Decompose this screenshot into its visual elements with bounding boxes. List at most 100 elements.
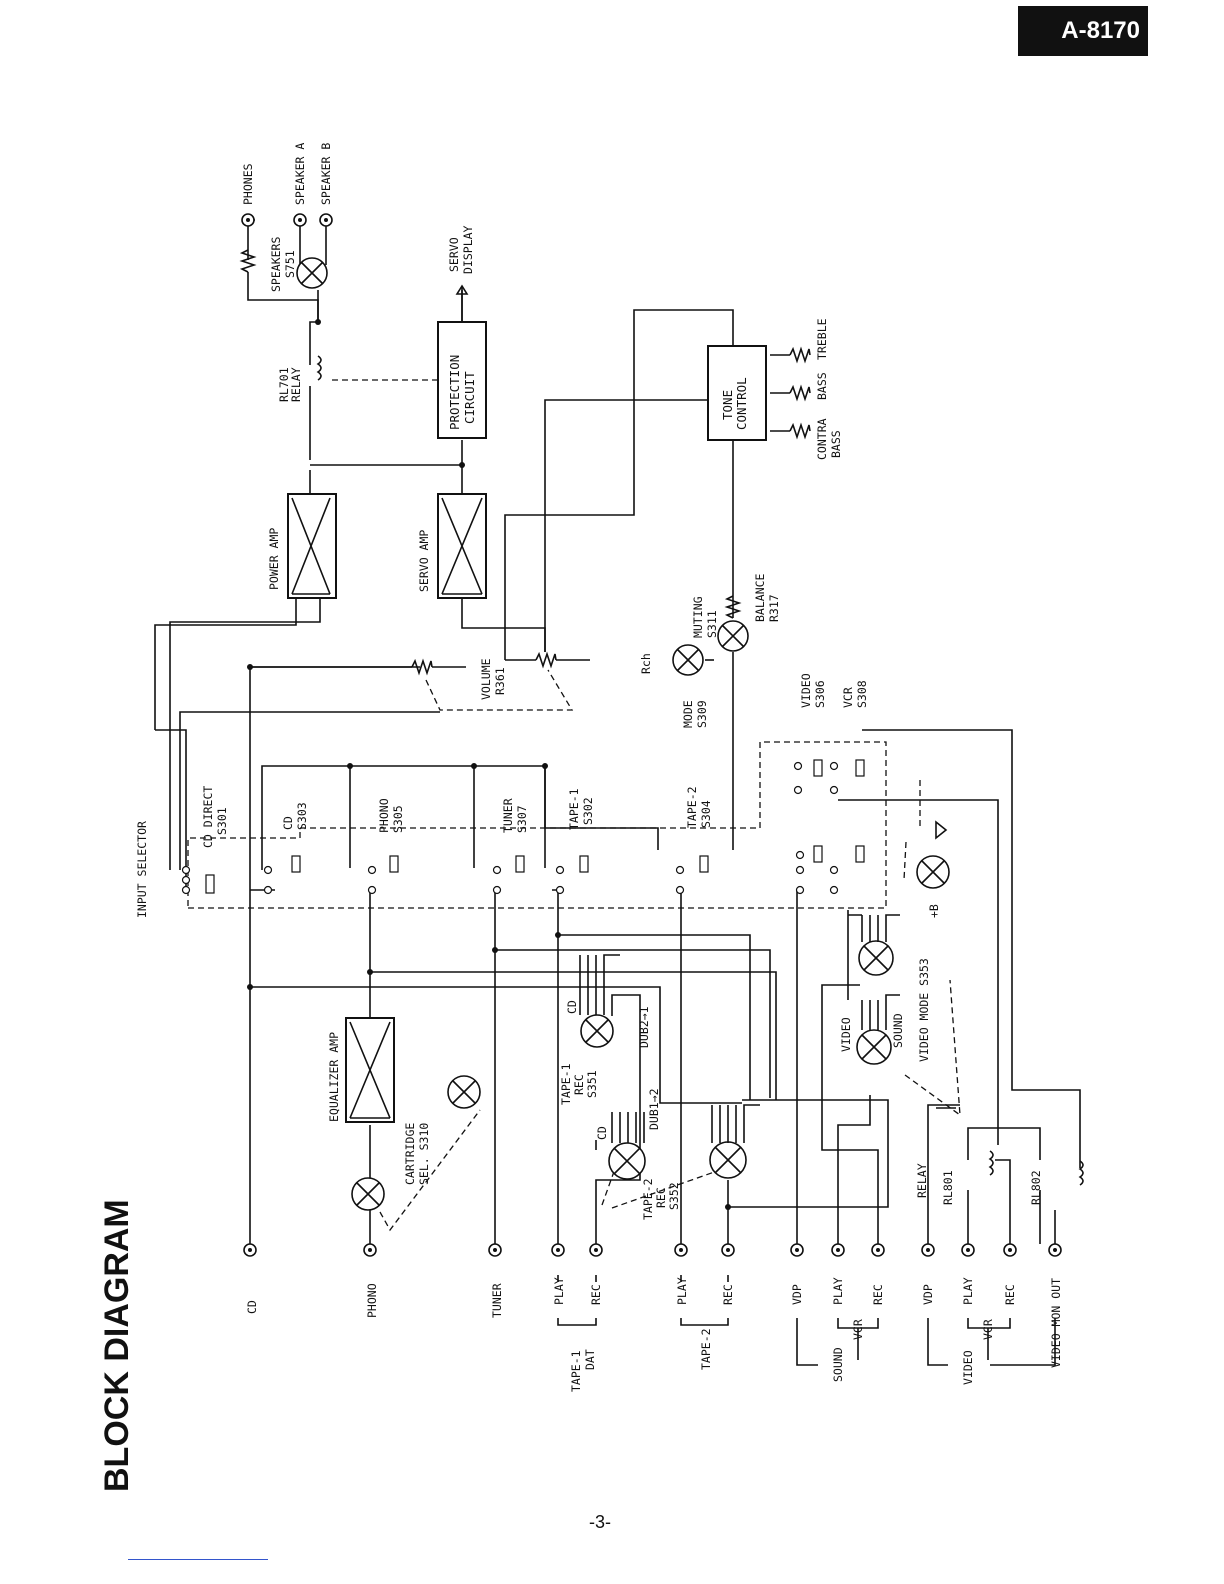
term-rec2: REC	[721, 1284, 735, 1305]
label-speakers-ref: S751	[283, 250, 297, 278]
label-muting-ref: S311	[705, 610, 719, 638]
label-vcr-sw: VCR	[841, 687, 855, 708]
jack-cd	[243, 1243, 257, 1257]
term-tape1-group-2: DAT	[583, 1349, 597, 1370]
label-rch: Rch	[639, 653, 653, 674]
term-sound-group: SOUND	[831, 1347, 845, 1382]
switch-fanouts	[579, 910, 900, 1143]
label-cd-sw-ref: S303	[295, 802, 309, 830]
label-tape1-rec-1: TAPE-1	[559, 1063, 573, 1105]
label-balance: BALANCE	[753, 573, 767, 622]
term-tuner: TUNER	[490, 1283, 504, 1318]
label-servo-display-1: SERVO	[447, 237, 461, 272]
jack-sound-vcr-rec	[871, 1243, 885, 1257]
term-rec-v: REC	[1003, 1284, 1017, 1305]
label-tape2-rec-1: TAPE-2	[641, 1178, 655, 1220]
label-tone-2: CONTROL	[734, 377, 749, 430]
label-speaker-a: SPEAKER A	[293, 143, 307, 205]
label-muting: MUTING	[691, 596, 705, 638]
label-tape1-rec-3: S351	[585, 1070, 599, 1098]
cartridge-sel-switch	[351, 1177, 385, 1211]
label-rl801: RL801	[941, 1170, 955, 1205]
power-amp-block	[287, 493, 337, 599]
jack-tape1-rec	[589, 1243, 603, 1257]
label-tape1-sw-ref: S302	[581, 797, 595, 825]
protection-circuit-block	[437, 321, 487, 439]
muting-switch	[717, 620, 749, 652]
label-tape1-rec-2: REC	[572, 1074, 586, 1095]
label-servo-display-2: DISPLAY	[461, 225, 475, 274]
label-volume-ref: R361	[493, 667, 507, 695]
term-video-group: VIDEO	[961, 1350, 975, 1385]
label-treble: TREBLE	[815, 318, 829, 360]
junction-dots	[247, 319, 731, 1210]
jack-phono	[363, 1243, 377, 1257]
term-phono: PHONO	[365, 1283, 379, 1318]
label-cd-a: CD	[565, 1000, 579, 1014]
page-title: BLOCK DIAGRAM	[98, 1199, 136, 1492]
label-speakers: SPEAKERS	[269, 237, 283, 292]
terminal-labels: CD PHONO TUNER PLAY REC TAPE-1 DAT PLAY …	[245, 1277, 1063, 1392]
tape2-rec-switch	[608, 1142, 646, 1180]
label-volume: VOLUME	[479, 658, 493, 700]
label-video-sw-ref: S306	[813, 680, 827, 708]
mode-switch	[672, 644, 704, 676]
video-mode-switch-a	[858, 940, 894, 976]
label-mode: MODE	[681, 700, 695, 728]
jack-tape1-play	[551, 1243, 565, 1257]
label-relay-rl701-1: RL701	[277, 367, 291, 402]
term-vdp-v: VDP	[921, 1284, 935, 1305]
input-jacks	[243, 1243, 1062, 1257]
rotary-switches	[296, 257, 950, 1211]
label-tuner-sw: TUNER	[501, 798, 515, 833]
jack-video-vcr-play	[961, 1243, 975, 1257]
label-tape2-sw-ref: S304	[699, 800, 713, 828]
label-power-amp: POWER AMP	[267, 528, 281, 590]
jack-video-mon-out	[1048, 1243, 1062, 1257]
label-plus-b: +B	[927, 904, 941, 918]
label-phono-sw-ref: S305	[391, 805, 405, 833]
label-tape1-sw: TAPE-1	[567, 788, 581, 830]
label-tape2-rec-2: REC	[654, 1187, 668, 1208]
jack-speaker-b	[319, 213, 333, 227]
potentiometers	[239, 249, 811, 676]
video-mode-switch-b	[856, 1029, 892, 1065]
jack-tape2-rec	[721, 1243, 735, 1257]
label-dub12: DUB1→2	[647, 1088, 661, 1130]
label-sound-m: SOUND	[891, 1013, 905, 1048]
label-relay-rl701-2: RELAY	[289, 367, 303, 402]
tape1-rec-switch	[580, 1014, 614, 1048]
label-tape2-sw: TAPE-2	[685, 786, 699, 828]
label-dub21: DUB2→1	[637, 1006, 651, 1048]
jack-video-vcr-rec	[1003, 1243, 1017, 1257]
term-rec-s: REC	[871, 1284, 885, 1305]
term-rec1: REC	[589, 1284, 603, 1305]
label-bass: BASS	[815, 372, 829, 400]
term-play-v: PLAY	[961, 1277, 975, 1305]
label-contra-bass-1: CONTRA	[815, 418, 829, 460]
servo-display-arrow	[455, 284, 469, 295]
label-protection-2: CIRCUIT	[462, 371, 477, 424]
jack-sound-vdp	[790, 1243, 804, 1257]
term-play-s: PLAY	[831, 1277, 845, 1305]
label-tape2-rec-3: S352	[667, 1182, 681, 1210]
cartridge-switch	[447, 1075, 481, 1109]
terminal-brackets	[557, 1275, 1056, 1366]
jack-video-vdp	[921, 1243, 935, 1257]
mechanical-linkages	[187, 379, 961, 1232]
signal-wiring	[154, 219, 1081, 1244]
footer-rule	[128, 1559, 268, 1560]
label-cartridge-2: SEL. S310	[417, 1123, 431, 1185]
label-cd-direct: CD DIRECT	[201, 786, 215, 848]
jack-speaker-a	[293, 213, 307, 227]
label-phono-sw: PHONO	[377, 798, 391, 833]
equalizer-amp-block	[345, 1017, 395, 1123]
jack-tuner	[488, 1243, 502, 1257]
label-cd-sw: CD	[281, 816, 295, 830]
jack-phones	[241, 213, 255, 227]
label-tone-1: TONE	[720, 390, 735, 420]
label-tuner-sw-ref: S307	[515, 805, 529, 833]
label-cartridge-1: CARTRIDGE	[403, 1123, 417, 1185]
input-selector-contacts	[181, 759, 865, 895]
